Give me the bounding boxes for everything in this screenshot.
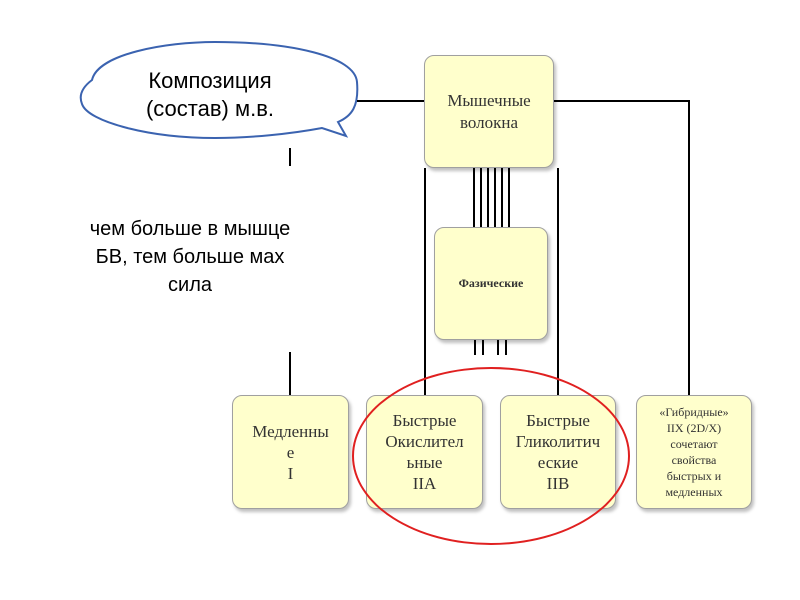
connector-bundle-5 xyxy=(501,168,503,227)
connector-bubble-top xyxy=(357,100,424,102)
connector-lower-3 xyxy=(497,340,499,355)
connector-bundle-6 xyxy=(508,168,510,227)
node-hybrid: «Гибридные» IIX (2D/X) сочетают свойства… xyxy=(636,395,752,509)
connector-top-right xyxy=(554,100,690,102)
connector-bundle-4 xyxy=(494,168,496,227)
connector-left-lower xyxy=(289,352,291,395)
node-slow: Медленны е I xyxy=(232,395,349,509)
connector-top-to-gly xyxy=(557,168,559,395)
highlight-oval xyxy=(352,367,630,545)
connector-bundle-3 xyxy=(487,168,489,227)
connector-left-short xyxy=(289,148,291,166)
node-phasic: Фазические xyxy=(434,227,548,340)
connector-bundle-1 xyxy=(473,168,475,227)
note-text: чем больше в мышце БВ, тем больше мах си… xyxy=(89,218,291,296)
connector-bundle-2 xyxy=(480,168,482,227)
connector-right-down xyxy=(688,100,690,395)
connector-lower-4 xyxy=(505,340,507,355)
connector-top-to-ox xyxy=(424,168,426,395)
connector-lower-2 xyxy=(482,340,484,355)
node-muscle-fibers: Мышечные волокна xyxy=(424,55,554,168)
bubble-text: Композиция (состав) м.в. xyxy=(145,68,275,121)
connector-lower-1 xyxy=(474,340,476,355)
